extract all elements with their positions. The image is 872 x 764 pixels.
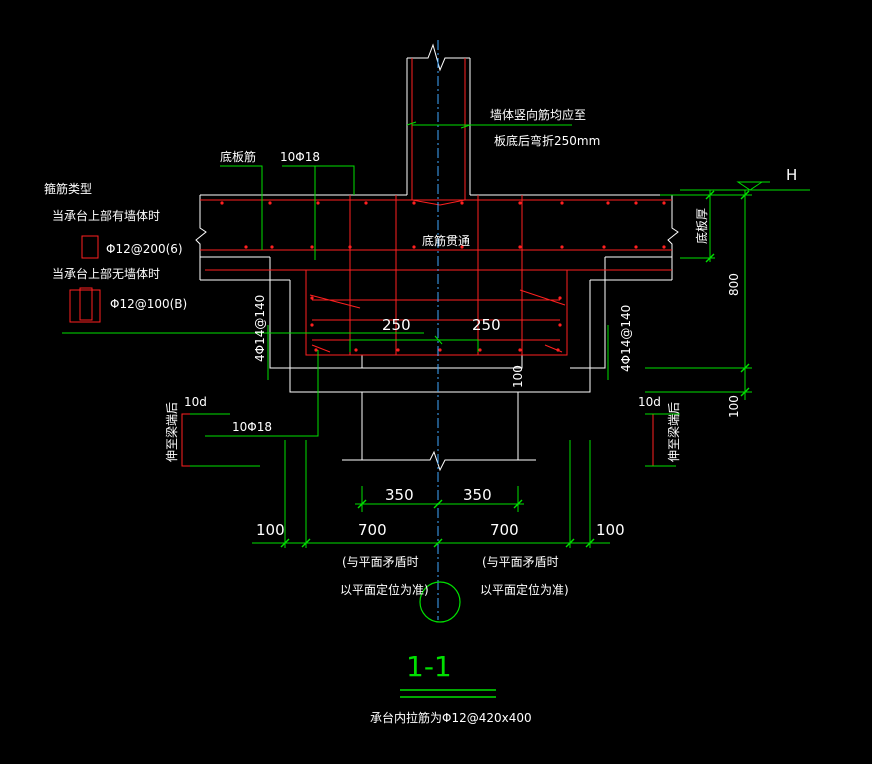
concrete-outline [195,43,679,472]
wall-rebar-note-2: 板底后弯折250mm [494,133,600,148]
center-note-left-2: 以平面定位为准) [340,582,429,597]
stirrup-with-wall-label: 当承台上部有墙体时 [52,208,160,223]
stirrup-type-title: 箍筋类型 [44,181,92,196]
inner-250-left: 250 [382,316,411,334]
anchor-right-note: 伸至梁端后 [666,402,681,462]
through-bar-label: 底筋贯通 [422,233,470,248]
tie-bar-note: 承台内拉筋为Φ12@420x400 [370,710,532,725]
elevation-h-label: H [786,166,797,184]
bottom-slab-bar-label: 底板筋 [220,149,256,164]
dim-350-right: 350 [463,486,492,504]
dim-100-right: 100 [596,521,625,539]
stirrup-no-wall-label: 当承台上部无墙体时 [52,266,160,281]
dim-350-left: 350 [385,486,414,504]
annotations: 墙体竖向筋均应至 板底后弯折250mm 底板筋 10Φ18 箍筋类型 当承台上部… [44,107,797,725]
side-bar-left-label: 4Φ14@140 [253,295,267,362]
title-underline [400,689,496,698]
center-note-right-1: (与平面矛盾时 [482,555,559,569]
stirrup-closed-icon [81,235,99,259]
stirrup-no-wall-spec: Φ12@100(B) [110,297,187,311]
center-note-right-2: 以平面定位为准) [480,582,569,597]
section-title: 1-1 [406,650,452,683]
anchor-left-note: 伸至梁端后 [164,402,179,462]
stirrup-with-wall-spec: Φ12@200(6) [106,242,183,256]
wall-rebar-note-1: 墙体竖向筋均应至 [490,107,586,122]
anchor-right-length: 10d [638,395,661,409]
side-bar-right-label: 4Φ14@140 [619,305,633,372]
dim-100-left: 100 [256,521,285,539]
center-note-left-1: (与平面矛盾时 [342,555,419,569]
top-bar-label: 10Φ18 [280,150,320,164]
section-circle [419,581,461,623]
dimension-lines [62,121,810,548]
stirrup-tie-icon [69,289,101,323]
depth-100-dim: 100 [727,395,741,418]
inner-250-right: 250 [472,316,501,334]
dim-700-left: 700 [358,521,387,539]
dim-700-right: 700 [490,521,519,539]
depth-800-dim: 800 [727,273,741,296]
bottom-bar-label: 10Φ18 [232,420,272,434]
anchor-left-length: 10d [184,395,207,409]
slab-thickness-label: 底板厚 [694,208,709,244]
pad-thickness-dim: 100 [511,365,525,388]
